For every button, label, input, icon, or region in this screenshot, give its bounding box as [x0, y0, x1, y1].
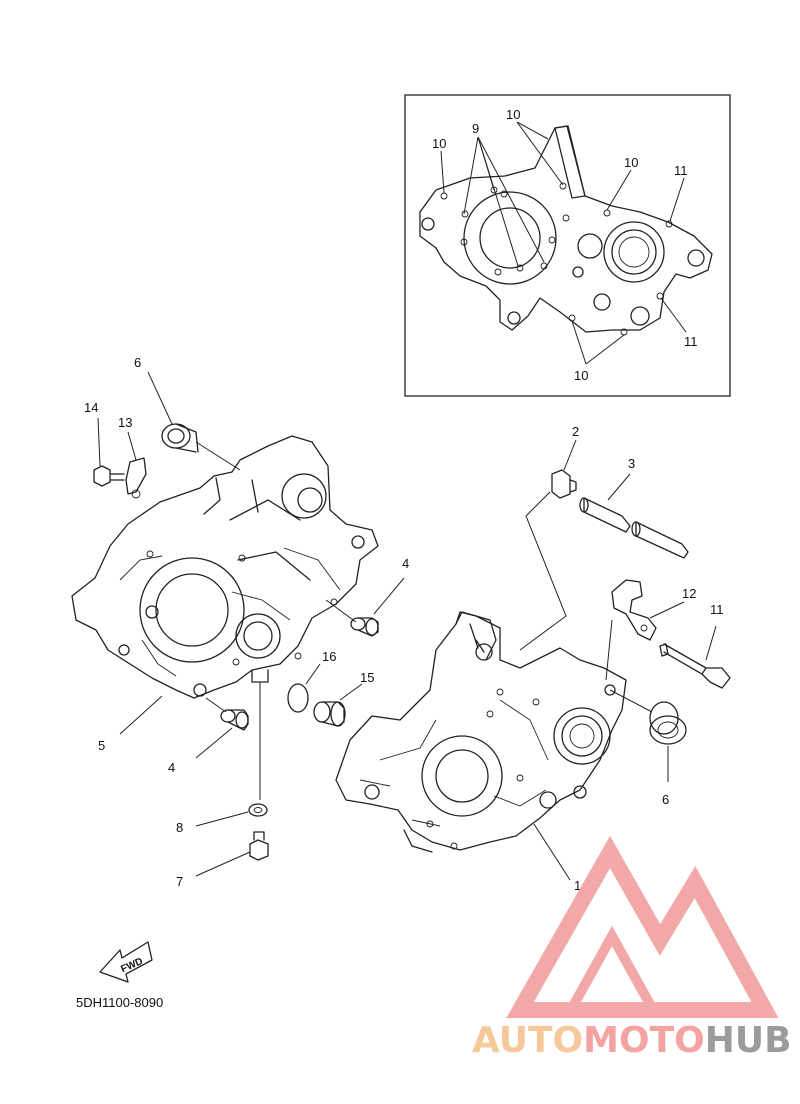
right-boss-a: [475, 643, 493, 661]
part-12-bracket: [605, 579, 685, 681]
right-main-bore-inner: [435, 749, 489, 803]
part-13-clamp: [125, 431, 147, 499]
right-crankcase: [335, 611, 627, 881]
left-mount-hole-c: [351, 535, 365, 549]
right-main-bore-outer: [421, 735, 503, 817]
left-bearing-outer: [235, 613, 281, 659]
left-main-bore-inner: [155, 573, 229, 647]
left-bearing-inner: [243, 621, 273, 651]
right-mount-hole-c: [573, 785, 587, 799]
callout-10-right: 10: [624, 155, 638, 170]
watermark-auto: AUTO: [472, 1020, 584, 1061]
callout-6-left: 6: [134, 355, 141, 370]
inset-frame: [404, 94, 731, 397]
right-mount-hole-d: [604, 684, 616, 696]
part-14-bolt: [93, 417, 125, 487]
inset-small-bore-d: [507, 311, 521, 325]
inset-mount-hole-left: [421, 217, 435, 231]
right-bearing-mid: [561, 715, 603, 757]
callout-15: 15: [360, 670, 374, 685]
part-3-pins: [579, 473, 689, 559]
callout-13: 13: [118, 415, 132, 430]
callout-10-left: 10: [432, 136, 446, 151]
inset-left-bore-outer: [463, 191, 557, 285]
left-inner-web: [119, 547, 341, 677]
callout-3: 3: [628, 456, 635, 471]
right-crankcase-outline: [335, 611, 627, 851]
inset-small-bore-b: [630, 306, 650, 326]
inset-right-bearing-inner: [618, 236, 650, 268]
leader-1: [533, 823, 571, 881]
callout-9: 9: [472, 121, 479, 136]
left-crankcase: [71, 435, 379, 699]
callout-2: 2: [572, 424, 579, 439]
inset-detail: 9 10 10 10 11 11 10: [404, 94, 731, 397]
callout-5: 5: [98, 738, 105, 753]
callout-14: 14: [84, 400, 98, 415]
part-16-o-ring: [287, 663, 321, 713]
inset-mount-hole-right: [687, 249, 705, 267]
part-15-collar: [313, 683, 363, 727]
callout-4-lower: 4: [168, 760, 175, 775]
part-4-dowel-upper: [325, 577, 405, 637]
callout-10-top: 10: [506, 107, 520, 122]
left-mount-hole-a: [145, 605, 159, 619]
callout-11-bolt: 11: [710, 602, 724, 617]
left-mount-hole-d: [118, 644, 130, 656]
fwd-label: FWD: [119, 956, 144, 975]
part-11-bolt: [659, 625, 731, 689]
right-bearing-inner: [569, 723, 595, 749]
part-4-dowel-lower: [195, 697, 249, 759]
callout-4-upper: 4: [402, 556, 409, 571]
part-8-washer: [195, 803, 268, 827]
part-6-collar-left: [147, 371, 241, 471]
callout-1: 1: [574, 878, 581, 893]
inset-crankcase-outline: [419, 125, 713, 333]
inset-bolt-holes: [440, 182, 673, 336]
left-ribs: [203, 477, 311, 581]
left-main-bore-outer: [139, 557, 245, 663]
part-2-fitting: [519, 439, 577, 651]
fwd-arrow-icon: FWD: [99, 941, 153, 983]
left-crankcase-outline: [71, 435, 379, 699]
right-top-bosses: [455, 611, 497, 661]
left-upper-boss-inner: [297, 487, 323, 513]
right-inner-web: [359, 699, 549, 827]
inset-right-bearing-outer: [603, 221, 665, 283]
right-bearing-outer: [553, 707, 611, 765]
callout-16: 16: [322, 649, 336, 664]
inset-small-bore-a: [577, 233, 603, 259]
callout-7: 7: [176, 874, 183, 889]
inset-small-bore-c: [593, 293, 611, 311]
callout-11-bottom: 11: [684, 334, 698, 349]
inset-right-bearing-mid: [611, 229, 657, 275]
callout-6-right: 6: [662, 792, 669, 807]
inset-stud: [554, 125, 586, 199]
watermark-hub: HUB: [704, 1020, 792, 1061]
right-mount-hole-b: [539, 791, 557, 809]
callout-12: 12: [682, 586, 696, 601]
right-lug: [403, 829, 433, 853]
callout-11-top: 11: [674, 163, 688, 178]
inset-left-bore-inner: [479, 207, 541, 269]
part-6-collar-right: [609, 689, 687, 782]
right-mount-hole-a: [364, 784, 380, 800]
part-code: 5DH1100-8090: [76, 995, 163, 1010]
watermark-logo-icon: [506, 835, 779, 1018]
left-upper-boss: [281, 473, 327, 519]
callout-8: 8: [176, 820, 183, 835]
inset-leaders: [440, 121, 687, 365]
left-mount-hole-b: [193, 683, 207, 697]
callout-10-bottom: 10: [574, 368, 588, 383]
leader-5: [119, 695, 163, 735]
watermark-moto: MOTO: [583, 1020, 705, 1061]
left-drain-boss: [251, 669, 269, 683]
watermark-text: AUTOMOTOHUB: [472, 1020, 792, 1061]
inset-small-bore-e: [572, 266, 584, 278]
part-7-drain-bolt: [195, 831, 269, 877]
